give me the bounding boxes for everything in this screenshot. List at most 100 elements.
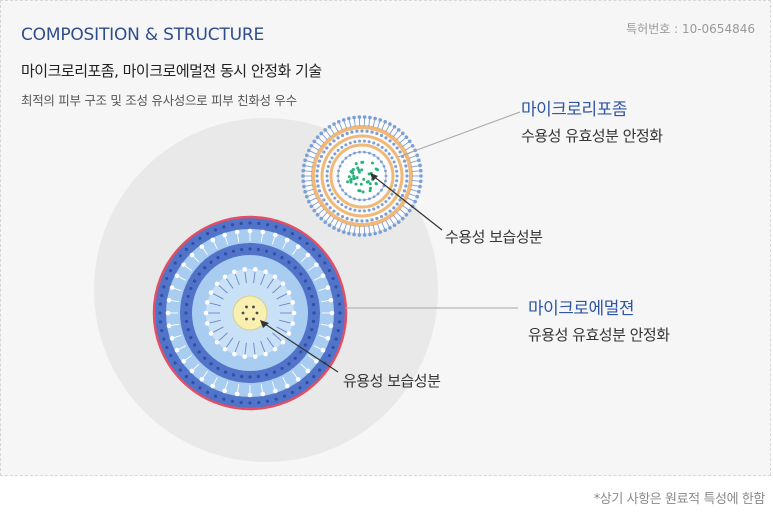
lipid-head bbox=[384, 136, 388, 140]
lipid-tail bbox=[309, 150, 318, 155]
lipid-tail bbox=[353, 225, 356, 234]
lipid-head bbox=[400, 216, 405, 221]
lipid-head bbox=[338, 184, 342, 188]
active-ingredient-dot bbox=[351, 168, 355, 172]
lipid-tail bbox=[329, 217, 335, 225]
oil-ingredient-dot bbox=[241, 311, 245, 315]
lipid-head bbox=[317, 189, 322, 193]
surfactant-dot bbox=[230, 399, 235, 403]
lipid-tail bbox=[399, 208, 406, 215]
surfactant-dot bbox=[189, 286, 193, 291]
lipid-head bbox=[378, 230, 383, 234]
lipid-head bbox=[301, 174, 305, 178]
lipid-tail bbox=[348, 119, 352, 128]
lipid-tail bbox=[411, 170, 420, 172]
emulsion-core bbox=[232, 295, 268, 331]
surfactant-head bbox=[189, 252, 195, 258]
surfactant-tail bbox=[207, 319, 221, 324]
emulsion-core-pointer bbox=[261, 321, 339, 373]
surfactant-head bbox=[181, 358, 186, 364]
surfactant-dot bbox=[305, 241, 309, 246]
lipid-head bbox=[388, 139, 392, 143]
lipid-head bbox=[301, 168, 306, 173]
surfactant-dot bbox=[240, 247, 244, 252]
lipid-head bbox=[387, 152, 391, 156]
surfactant-head bbox=[290, 321, 296, 326]
surfactant-dot bbox=[312, 311, 316, 315]
lipid-head bbox=[341, 160, 344, 164]
active-ingredient-dot bbox=[369, 186, 373, 190]
surfactant-tail bbox=[266, 337, 276, 350]
lipid-head bbox=[395, 174, 399, 178]
surfactant-dot bbox=[198, 386, 202, 390]
surfactant-tail bbox=[253, 269, 256, 284]
lipid-head bbox=[336, 200, 340, 204]
surfactant-dot bbox=[209, 260, 213, 264]
lipid-tail bbox=[343, 120, 347, 129]
lipid-head bbox=[317, 159, 322, 163]
lipid-head bbox=[344, 156, 348, 160]
section-heading: COMPOSITION & STRUCTURE bbox=[21, 25, 264, 45]
lipid-head bbox=[327, 124, 332, 129]
lipid-head bbox=[337, 119, 341, 124]
lipid-head bbox=[375, 131, 379, 136]
lipid-tail bbox=[396, 133, 403, 141]
active-ingredient-dot bbox=[354, 162, 358, 166]
lipid-head bbox=[390, 156, 394, 160]
lipid-head bbox=[332, 226, 336, 230]
lipid-tail bbox=[392, 214, 399, 222]
surfactant-tail bbox=[244, 342, 247, 357]
surfactant-dot bbox=[203, 356, 207, 360]
surfactant-head bbox=[291, 310, 297, 316]
emulsion-title: 마이크로에멀젼 bbox=[528, 299, 634, 319]
surfactant-tail bbox=[253, 342, 256, 357]
surfactant-head bbox=[247, 228, 253, 234]
lipid-head bbox=[395, 146, 399, 150]
surfactant-dot bbox=[239, 221, 243, 226]
surfactant-head bbox=[199, 244, 205, 249]
lipid-tail bbox=[396, 211, 403, 219]
active-ingredient-dot bbox=[368, 189, 372, 193]
surfactant-dot bbox=[312, 375, 316, 379]
lipid-head bbox=[407, 208, 412, 213]
surfactant-tail bbox=[210, 292, 224, 300]
lipid-tail bbox=[372, 119, 376, 128]
lipid-head bbox=[345, 216, 349, 221]
surfactant-dot bbox=[184, 311, 188, 315]
liposome-orange-ring bbox=[311, 125, 413, 227]
surfactant-head bbox=[166, 323, 172, 329]
lipid-head bbox=[372, 141, 376, 145]
surfactant-dot bbox=[205, 232, 210, 236]
lipid-head bbox=[395, 169, 399, 173]
lipid-head bbox=[328, 160, 332, 164]
lipid-tail bbox=[372, 224, 376, 233]
surfactant-tail bbox=[233, 340, 240, 355]
lipid-head bbox=[379, 133, 384, 138]
surfactant-tail bbox=[279, 319, 293, 324]
lipid-head bbox=[336, 136, 340, 140]
lipid-head bbox=[396, 220, 401, 224]
lipid-head bbox=[404, 164, 408, 168]
emulsion-core-arrowhead bbox=[260, 320, 269, 328]
surfactant-head bbox=[242, 354, 247, 359]
lipid-head bbox=[332, 139, 336, 143]
surfactant-dot bbox=[216, 255, 220, 260]
technology-description: 최적의 피부 구조 및 조성 유사성으로 피부 친화성 우수 bbox=[21, 93, 297, 108]
lipid-head bbox=[330, 192, 334, 196]
surfactant-dot bbox=[337, 302, 342, 306]
lipid-tail bbox=[307, 155, 316, 159]
lipid-head bbox=[358, 150, 361, 154]
lipid-head bbox=[372, 153, 376, 157]
lipid-head bbox=[362, 209, 366, 213]
lipid-head bbox=[345, 131, 349, 136]
lipid-head bbox=[307, 148, 311, 153]
active-ingredient-dot bbox=[374, 182, 378, 186]
lipid-head bbox=[344, 143, 348, 147]
lipid-head bbox=[315, 174, 319, 178]
lipid-head bbox=[315, 179, 319, 183]
surfactant-head bbox=[305, 368, 311, 374]
lipid-tail bbox=[408, 193, 417, 197]
surfactant-dot bbox=[158, 320, 163, 324]
surfactant-dot bbox=[197, 350, 201, 354]
lipid-head bbox=[302, 163, 306, 168]
